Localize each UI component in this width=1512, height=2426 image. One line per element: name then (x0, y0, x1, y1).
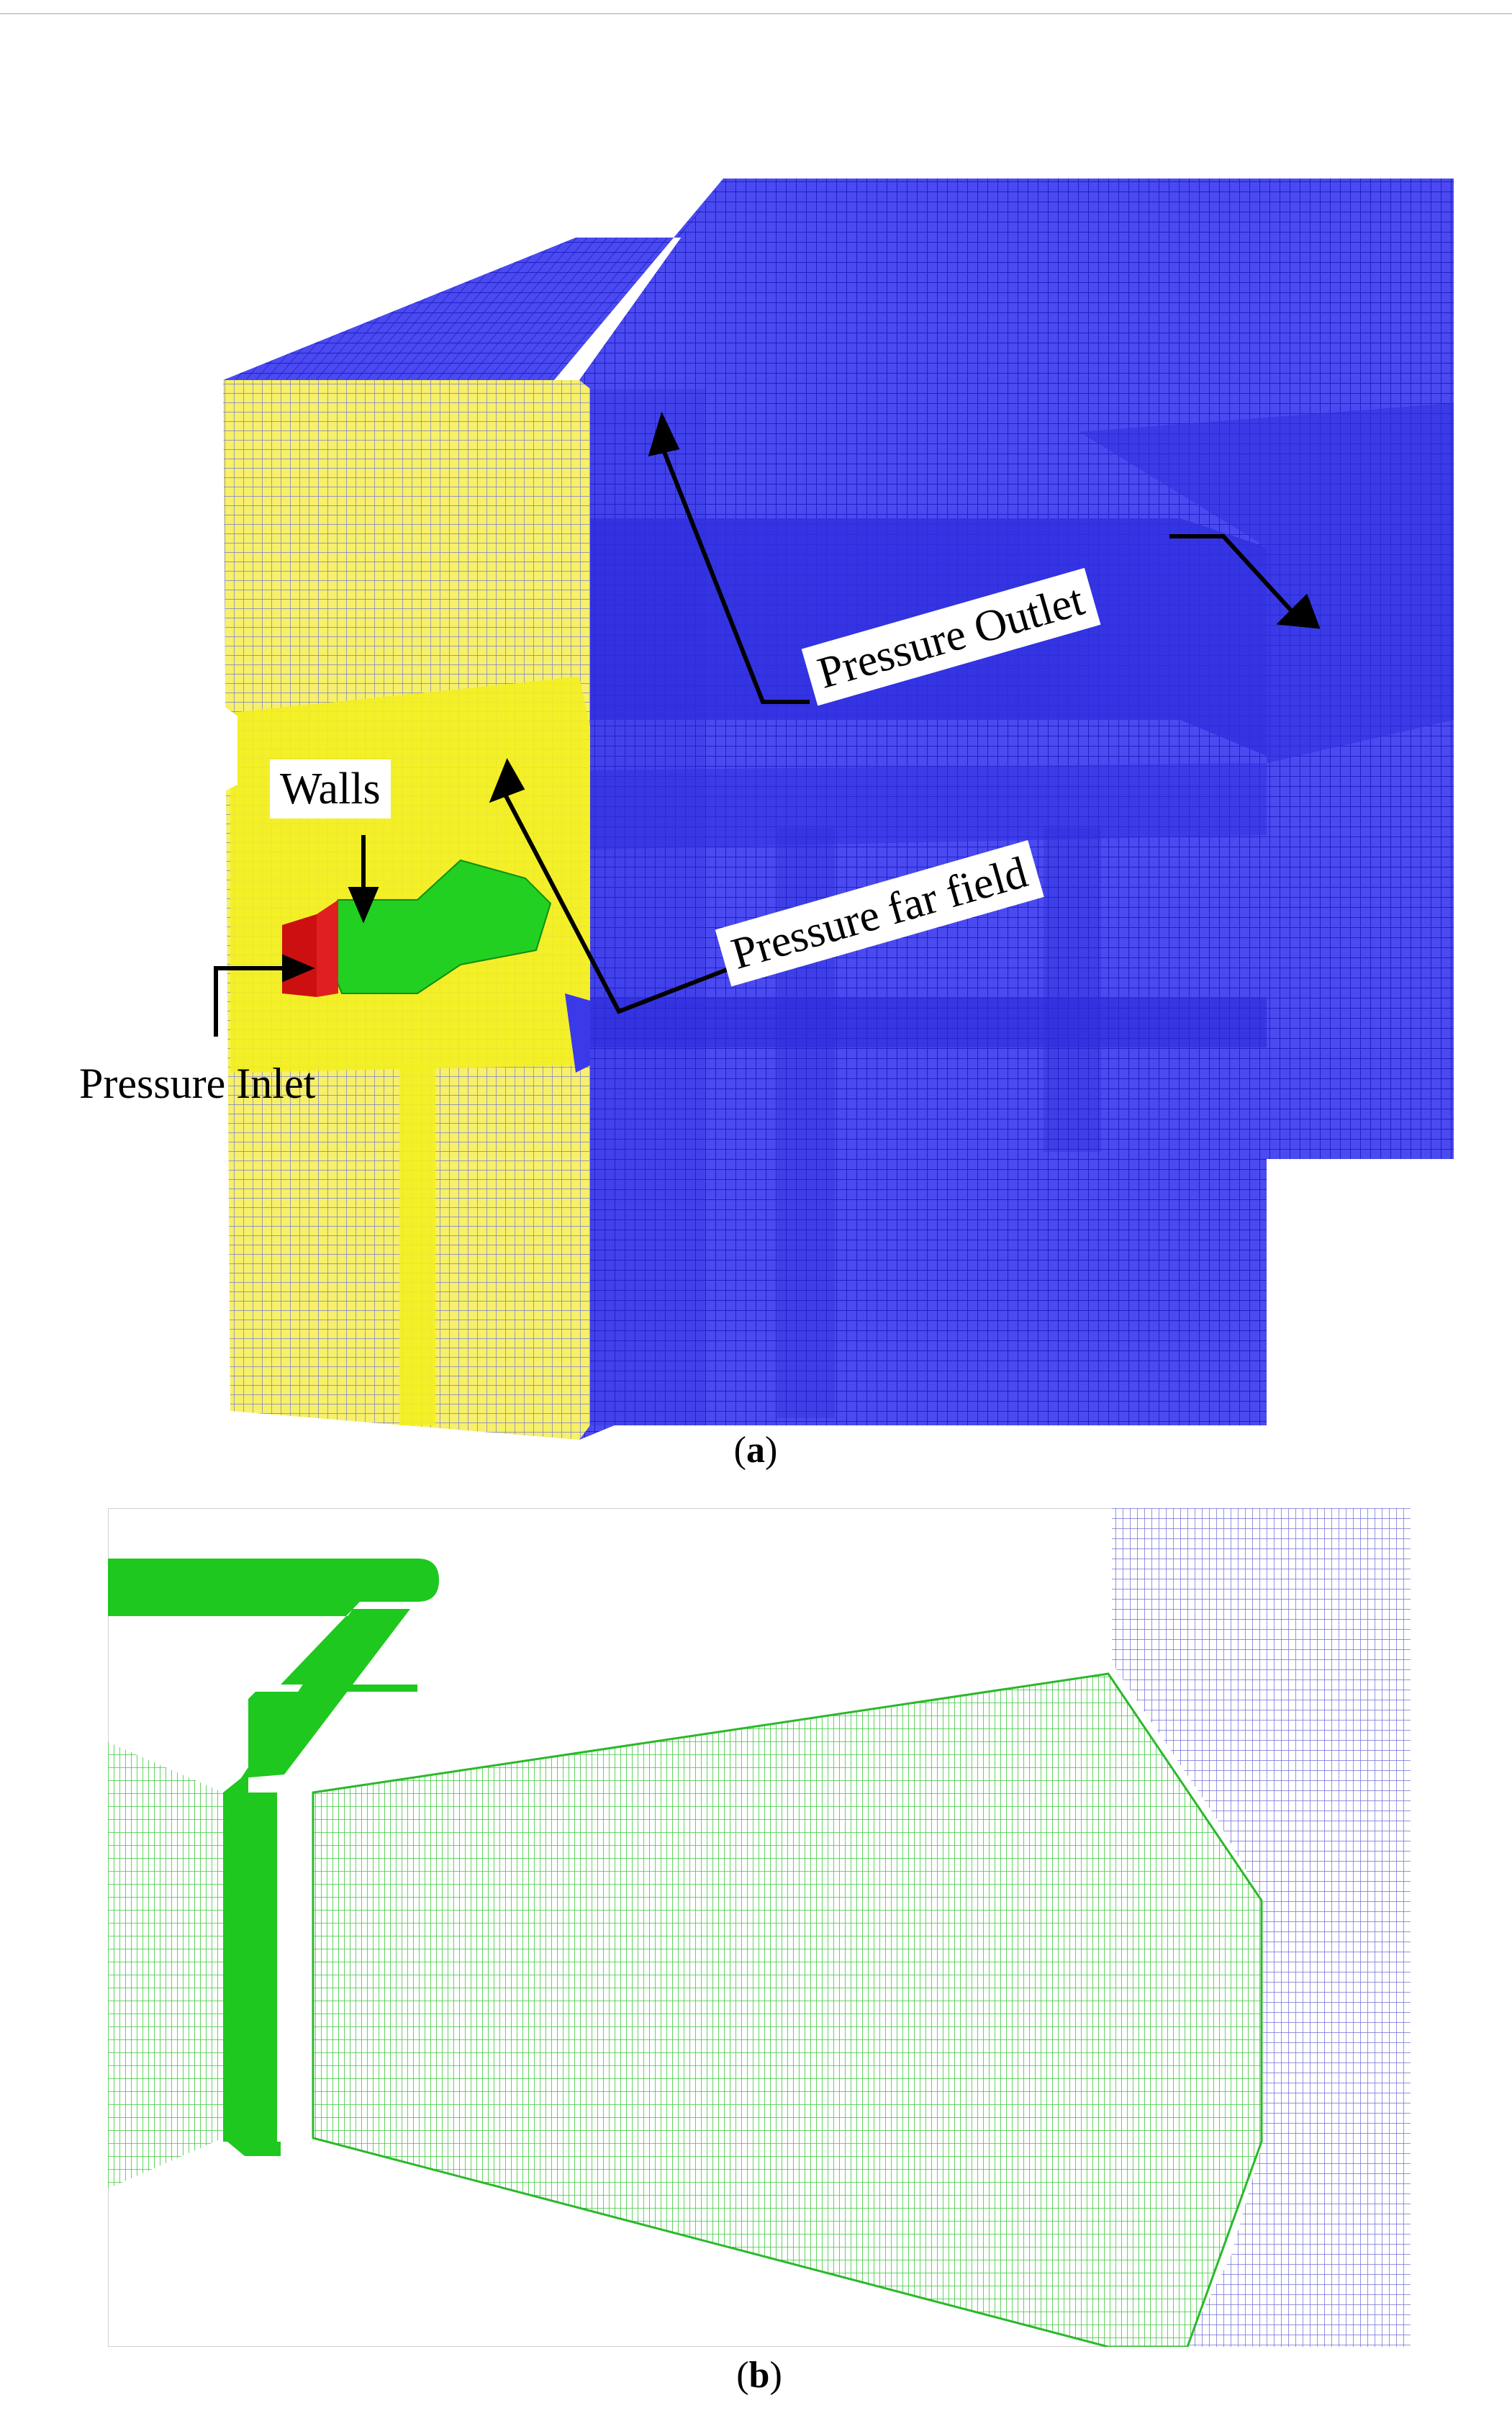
diffuser-mesh (312, 1672, 1263, 2348)
top-rule (0, 13, 1512, 14)
panel-b-2d-mesh: (b) (107, 1507, 1411, 2396)
panel-a-mesh-graphic (214, 179, 1454, 1440)
annotation-arrows (214, 411, 1321, 1037)
inlet-geometry-red (282, 914, 317, 997)
panel-b-caption: (b) (736, 2355, 782, 2396)
outer-domain-mesh-bottom (1184, 2142, 1411, 2347)
walls-label: Walls (270, 759, 391, 819)
panel-a-3d-mesh: Walls Pressure Inlet Pressure far field … (79, 179, 1454, 1471)
pressure-inlet-label: Pressure Inlet (79, 1060, 316, 1107)
outer-domain-mesh-middle (1263, 1900, 1411, 2142)
panel-a-caption: (a) (733, 1430, 778, 1471)
outer-domain-mesh-top (1112, 1508, 1411, 1900)
panel-b-mesh-graphic (107, 1507, 1411, 2348)
upstream-mesh (108, 1742, 223, 2188)
wall-geometry-green (315, 859, 552, 994)
